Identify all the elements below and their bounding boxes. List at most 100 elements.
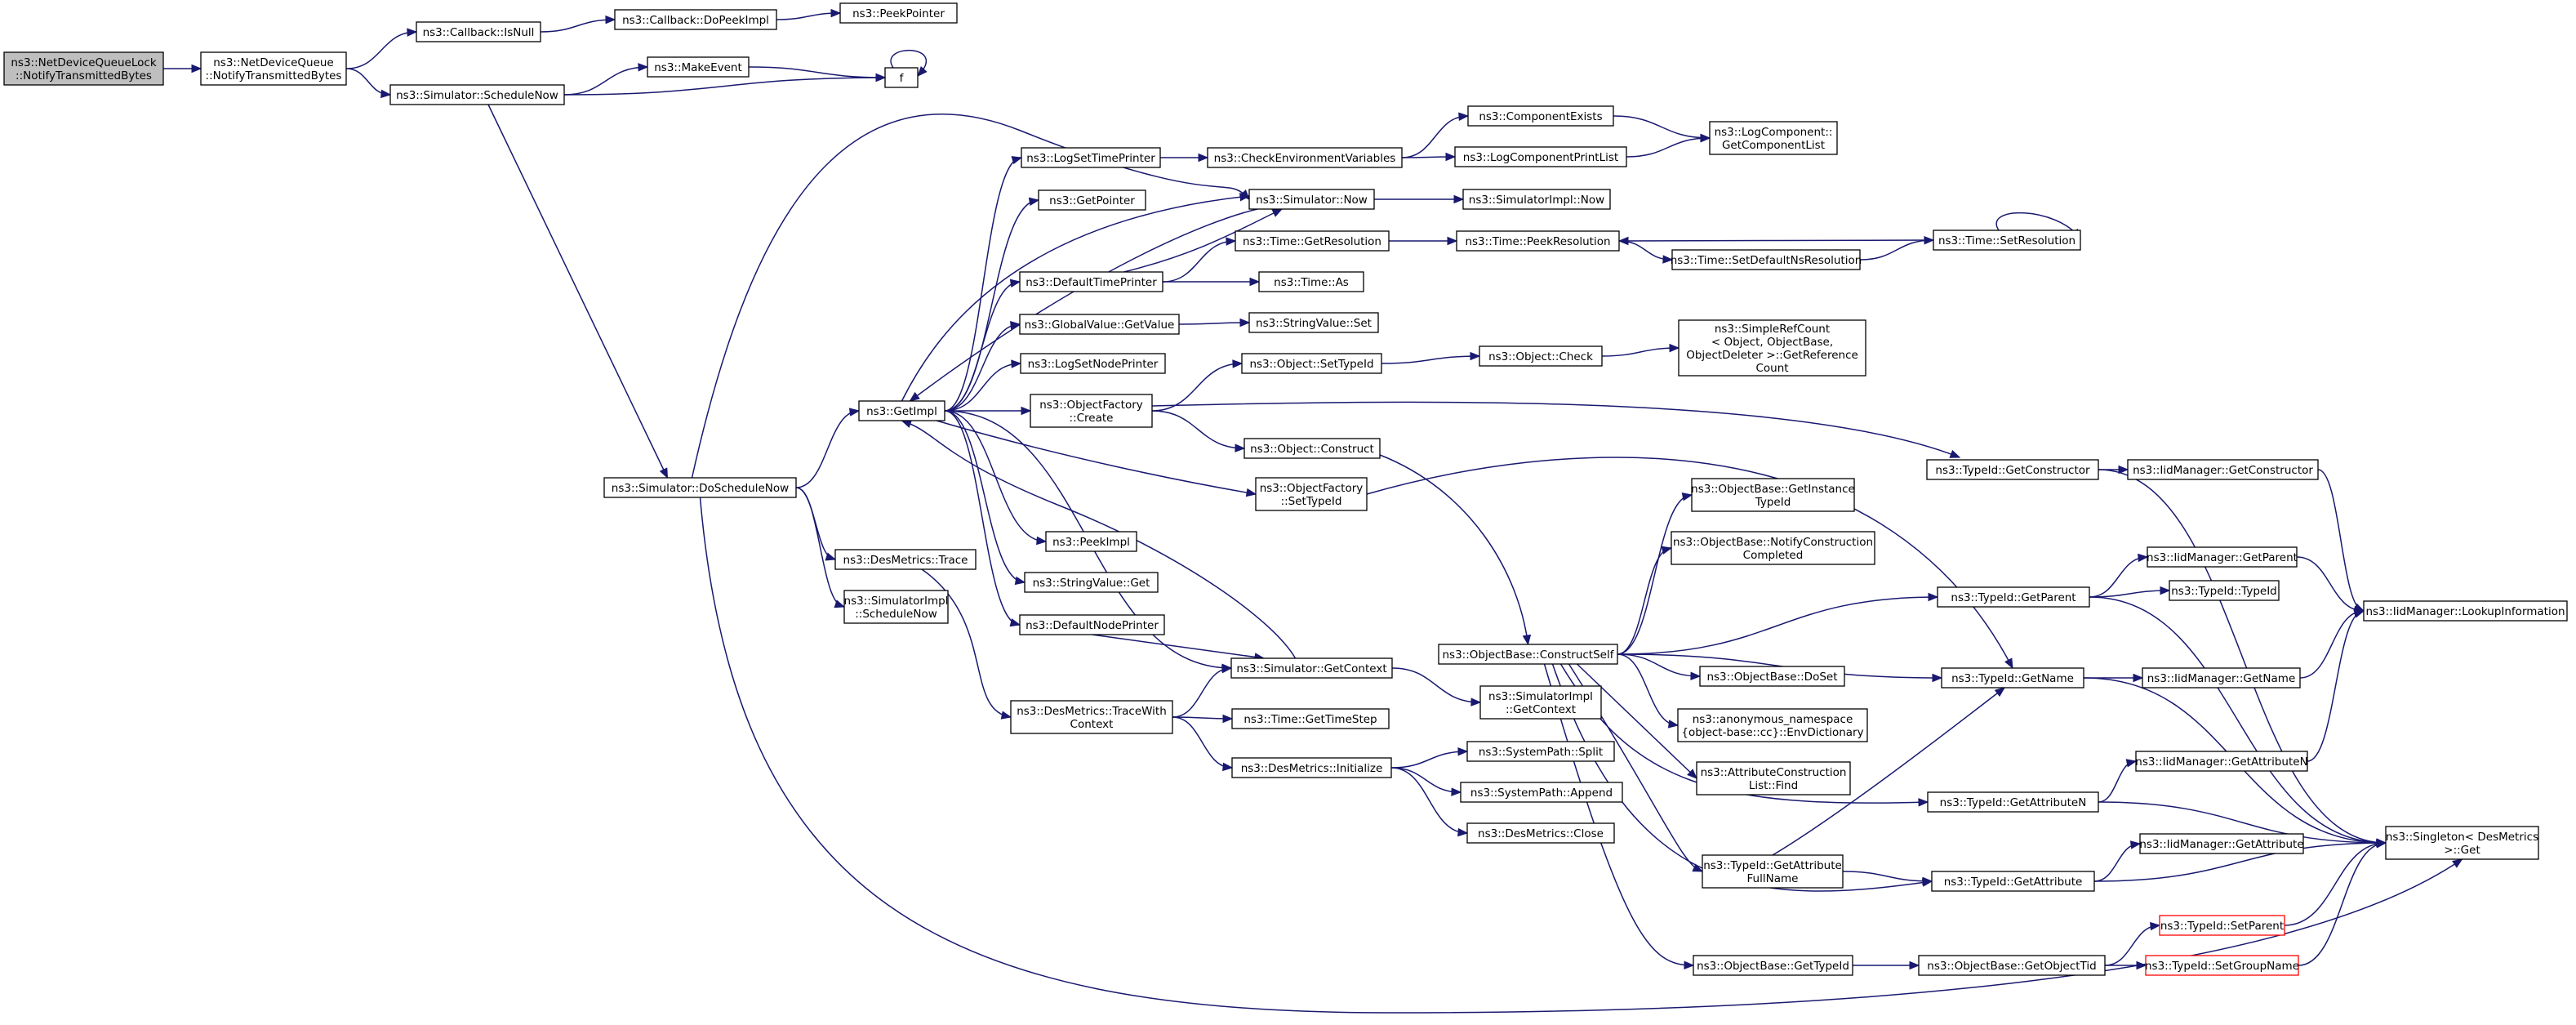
node-box — [200, 51, 347, 86]
node-box — [1933, 230, 2081, 251]
node-simimplctx[interactable]: ns3::SimulatorImpl::GetContext — [1479, 685, 1602, 720]
node-compexists[interactable]: ns3::ComponentExists — [1467, 105, 1614, 127]
node-mkevent[interactable]: ns3::MakeEvent — [647, 56, 750, 78]
edge-cbpeek-to-peekptr — [776, 8, 842, 20]
node-logsetnode[interactable]: ns3::LogSetNodePrinter — [1020, 353, 1166, 374]
node-imgetname[interactable]: ns3::IidManager::GetName — [2142, 667, 2301, 689]
node-box — [1019, 614, 1165, 635]
node-label: ::NotifyTransmittedBytes — [16, 69, 152, 82]
node-tidgetattrn[interactable]: ns3::TypeId::GetAttributeN — [1927, 791, 2099, 813]
node-imlookup[interactable]: ns3::IidManager::LookupInformation — [2363, 600, 2568, 622]
node-cbnull[interactable]: ns3::Callback::IsNull — [416, 21, 541, 42]
node-getres[interactable]: ns3::Time::GetResolution — [1235, 230, 1390, 252]
node-label: ns3::Object::Construct — [1250, 443, 1374, 456]
node-objsettid[interactable]: ns3::Object::SetTypeId — [1241, 353, 1382, 374]
node-cbpeek[interactable]: ns3::Callback::DoPeekImpl — [614, 9, 777, 30]
node-srcget[interactable]: ns3::SimpleRefCount< Object, ObjectBase,… — [1678, 319, 1866, 377]
node-label: ns3::CheckEnvironmentVariables — [1214, 152, 1396, 165]
node-obgetobjtid[interactable]: ns3::ObjectBase::GetObjectTid — [1918, 955, 2106, 976]
node-checkenv[interactable]: ns3::CheckEnvironmentVariables — [1207, 147, 1403, 168]
node-tidgetname[interactable]: ns3::TypeId::GetName — [1941, 667, 2084, 689]
node-box — [1467, 105, 1614, 127]
node-ofcreate[interactable]: ns3::ObjectFactory::Create — [1030, 394, 1153, 428]
node-imgetctor[interactable]: ns3::IidManager::GetConstructor — [2127, 459, 2319, 480]
node-objcheck[interactable]: ns3::Object::Check — [1479, 345, 1603, 367]
node-tidgetattr[interactable]: ns3::TypeId::GetAttribute — [1931, 871, 2095, 892]
node-label: ns3::IidManager::GetParent — [2147, 551, 2298, 564]
node-simimplsched[interactable]: ns3::SimulatorImpl::ScheduleNow — [843, 590, 949, 624]
node-obnotify[interactable]: ns3::ObjectBase::NotifyConstructionCompl… — [1671, 531, 1875, 565]
node-peekptr[interactable]: ns3::PeekPointer — [839, 2, 958, 24]
node-obdoset[interactable]: ns3::ObjectBase::DoSet — [1699, 666, 1845, 687]
node-getimpl[interactable]: ns3::GetImpl — [858, 400, 945, 421]
node-svget[interactable]: ns3::StringValue::Get — [1024, 572, 1159, 593]
node-logcompprint[interactable]: ns3::LogComponentPrintList — [1454, 146, 1627, 167]
node-imgetattr[interactable]: ns3::IidManager::GetAttribute — [2139, 833, 2304, 854]
node-simsched[interactable]: ns3::Simulator::ScheduleNow — [389, 84, 565, 105]
edge-getimpl-to-gvget — [944, 320, 1021, 412]
node-tidgetctor[interactable]: ns3::TypeId::GetConstructor — [1926, 459, 2099, 480]
node-tidgetparent[interactable]: ns3::TypeId::GetParent — [1937, 586, 2090, 608]
node-defnode[interactable]: ns3::DefaultNodePrinter — [1019, 614, 1165, 635]
node-simgetctx[interactable]: ns3::Simulator::GetContext — [1230, 657, 1393, 679]
edge-obgetobjtid-to-tidsetparent — [2104, 921, 2161, 966]
edge-tidgetparent-to-tidtid — [2089, 586, 2171, 598]
node-label: ns3::IidManager::GetAttributeN — [2135, 755, 2307, 769]
node-label: ns3::ComponentExists — [1479, 110, 1602, 123]
node-label: ns3::ObjectBase::GetInstance — [1691, 483, 1855, 496]
node-setres[interactable]: ns3::Time::SetResolution — [1933, 230, 2081, 251]
node-desinit[interactable]: ns3::DesMetrics::Initialize — [1231, 757, 1392, 778]
edge-deftime-to-simnow — [1123, 208, 1284, 273]
node-singleton[interactable]: ns3::Singleton< DesMetrics >::Get — [2385, 826, 2539, 860]
node-desclose[interactable]: ns3::DesMetrics::Close — [1466, 822, 1615, 844]
node-gvget[interactable]: ns3::GlobalValue::GetValue — [1019, 314, 1180, 335]
node-root[interactable]: ns3::NetDeviceQueueLock::NotifyTransmitt… — [3, 51, 164, 86]
node-peekres[interactable]: ns3::Time::PeekResolution — [1456, 230, 1620, 252]
node-obconstruct[interactable]: ns3::ObjectBase::ConstructSelf — [1438, 644, 1618, 665]
edge-deftime-to-getres — [1162, 237, 1237, 283]
node-simnow[interactable]: ns3::Simulator::Now — [1248, 189, 1375, 210]
node-logsettime[interactable]: ns3::LogSetTimePrinter — [1021, 147, 1161, 168]
node-label: ns3::Time::SetDefaultNsResolution — [1671, 254, 1862, 267]
node-spsplit[interactable]: ns3::SystemPath::Split — [1466, 741, 1615, 762]
node-peekimpl[interactable]: ns3::PeekImpl — [1045, 531, 1137, 552]
node-dosched[interactable]: ns3::Simulator::DoScheduleNow — [603, 477, 797, 498]
node-label: {object-base::cc}::EnvDictionary — [1681, 726, 1863, 739]
node-timestep[interactable]: ns3::Time::GetTimeStep — [1231, 708, 1390, 729]
node-label: TypeId — [1755, 496, 1791, 509]
node-spappend[interactable]: ns3::SystemPath::Append — [1460, 782, 1623, 803]
node-anonenv[interactable]: ns3::anonymous_namespace{object-base::cc… — [1677, 708, 1868, 742]
node-box — [1479, 345, 1603, 367]
node-label: ns3::Simulator::Now — [1256, 194, 1368, 207]
node-label: ns3::NetDeviceQueueLock — [11, 56, 156, 69]
node-imgetattrn[interactable]: ns3::IidManager::GetAttributeN — [2135, 751, 2308, 772]
node-tidsetgroup[interactable]: ns3::TypeId::SetGroupName — [2145, 955, 2299, 976]
node-getptr[interactable]: ns3::GetPointer — [1038, 189, 1146, 211]
node-ndq[interactable]: ns3::NetDeviceQueue::NotifyTransmittedBy… — [200, 51, 347, 86]
node-box — [1207, 147, 1403, 168]
node-svset[interactable]: ns3::StringValue::Set — [1248, 312, 1379, 333]
edge-cbnull-to-cbpeek — [540, 15, 616, 33]
node-simimplnow[interactable]: ns3::SimulatorImpl::Now — [1462, 189, 1611, 210]
node-tidsetparent[interactable]: ns3::TypeId::SetParent — [2159, 915, 2285, 936]
node-imgetparent[interactable]: ns3::IidManager::GetParent — [2147, 546, 2298, 568]
node-ofsettid[interactable]: ns3::ObjectFactory::SetTypeId — [1255, 477, 1368, 511]
node-label: ns3::Singleton< DesMetrics — [2386, 831, 2538, 844]
node-label: ns3::GetImpl — [866, 405, 937, 418]
node-obgettid[interactable]: ns3::ObjectBase::GetTypeId — [1693, 955, 1853, 976]
node-f[interactable]: f — [884, 67, 919, 88]
node-objconstruct[interactable]: ns3::Object::Construct — [1244, 438, 1381, 459]
node-logcompget[interactable]: ns3::LogComponent::GetComponentList — [1709, 121, 1838, 155]
node-deftime[interactable]: ns3::DefaultTimePrinter — [1019, 271, 1163, 292]
node-desTrace[interactable]: ns3::DesMetrics::Trace — [834, 549, 977, 570]
node-tidtid[interactable]: ns3::TypeId::TypeId — [2169, 580, 2280, 601]
node-box — [1038, 189, 1146, 211]
edge-tidgetattrn-to-imgetattrn — [2098, 759, 2138, 803]
node-setdefns[interactable]: ns3::Time::SetDefaultNsResolution — [1671, 249, 1862, 270]
node-timeas[interactable]: ns3::Time::As — [1258, 271, 1364, 292]
node-box — [1918, 955, 2106, 976]
